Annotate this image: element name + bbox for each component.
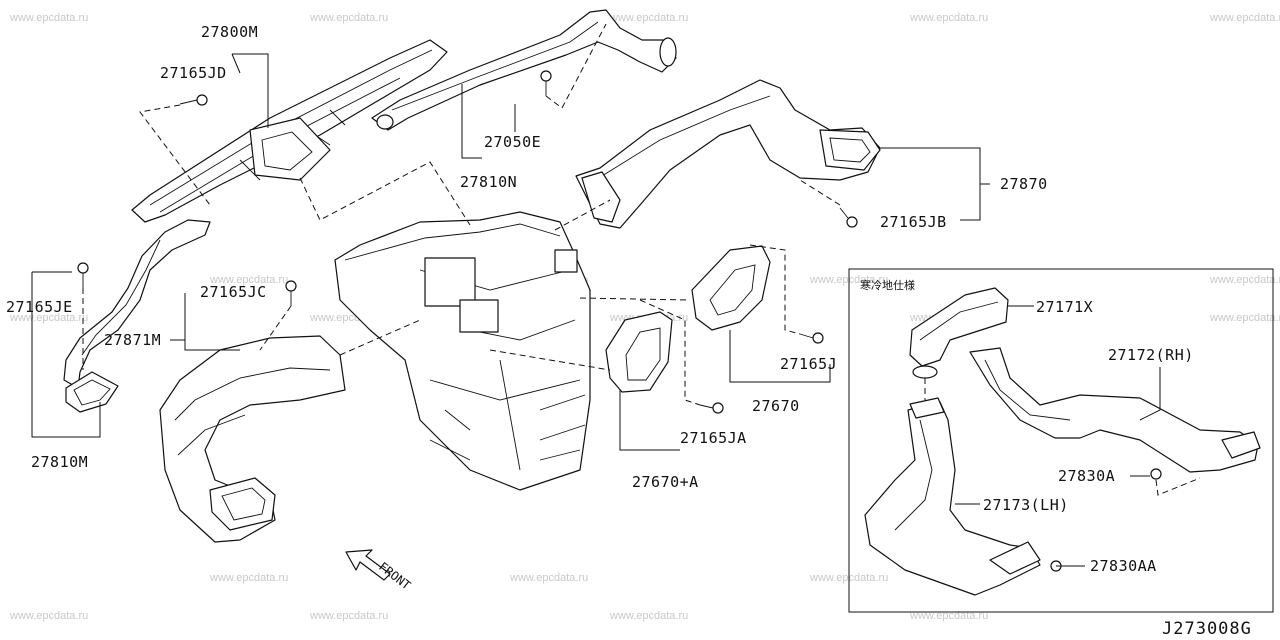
leader-lines — [31, 53, 990, 451]
label-27810m: 27810M — [31, 453, 88, 471]
screw-set — [77, 70, 858, 414]
vent-duct-27670-drawing — [691, 245, 771, 331]
label-27165je: 27165JE — [6, 298, 73, 316]
watermark: www.epcdata.ru — [309, 12, 388, 24]
rear-duct-drawing — [575, 79, 881, 229]
duct-27171x-drawing — [909, 287, 1009, 367]
watermark: www.epcdata.ru — [1209, 274, 1280, 286]
label-27830a: 27830A — [1058, 467, 1115, 485]
side-duct-left-drawing — [63, 219, 211, 413]
label-27173-lh: 27173(LH) — [983, 496, 1069, 514]
label-27171x: 27171X — [1036, 298, 1093, 316]
vent-duct-27670a-drawing — [605, 311, 673, 393]
label-27165j: 27165J — [780, 355, 837, 373]
watermark: www.epcdata.ru — [309, 610, 388, 622]
watermark: www.epcdata.ru — [909, 610, 988, 622]
label-27172-rh: 27172(RH) — [1108, 346, 1194, 364]
label-27871m: 27871M — [104, 331, 161, 349]
watermark: www.epcdata.ru — [609, 12, 688, 24]
inset-header: 寒冷地仕様 — [860, 278, 915, 292]
watermark: www.epcdata.ru — [1209, 12, 1280, 24]
defroster-nozzle-drawing — [131, 39, 448, 223]
watermark: www.epcdata.ru — [209, 572, 288, 584]
inset-frame — [848, 268, 1274, 613]
label-27670: 27670 — [752, 397, 800, 415]
label-27830aa: 27830AA — [1090, 557, 1157, 575]
label-27810n: 27810N — [460, 173, 517, 191]
label-27870: 27870 — [1000, 175, 1048, 193]
label-27670a: 27670+A — [632, 473, 699, 491]
floor-duct-drawing — [159, 335, 346, 543]
label-27165ja: 27165JA — [680, 429, 747, 447]
watermark: www.epcdata.ru — [909, 12, 988, 24]
label-27165jc: 27165JC — [200, 283, 267, 301]
diagram-code: J273008G — [1162, 619, 1252, 639]
watermark: www.epcdata.ru — [509, 572, 588, 584]
label-27165jb: 27165JB — [880, 213, 947, 231]
heater-unit-drawing — [334, 211, 591, 491]
watermark: www.epcdata.ru — [9, 12, 88, 24]
label-27800m: 27800M — [201, 23, 258, 41]
label-27165jd: 27165JD — [160, 64, 227, 82]
duct-27172-drawing — [969, 347, 1259, 473]
label-27050e: 27050E — [484, 133, 541, 151]
watermark: www.epcdata.ru — [609, 610, 688, 622]
cold-region-inset: 寒冷地仕様 27171X 27172(RH) 27830A 27173(LH) … — [848, 268, 1274, 613]
watermark: www.epcdata.ru — [9, 312, 88, 324]
side-duct-upper-drawing — [371, 9, 677, 131]
watermark: www.epcdata.ru — [1209, 312, 1280, 324]
front-direction-indicator: FRONT — [345, 549, 413, 593]
duct-27173-drawing — [864, 401, 1041, 596]
connection-lines — [82, 23, 841, 406]
watermark: www.epcdata.ru — [9, 610, 88, 622]
watermark: www.epcdata.ru — [209, 274, 288, 286]
